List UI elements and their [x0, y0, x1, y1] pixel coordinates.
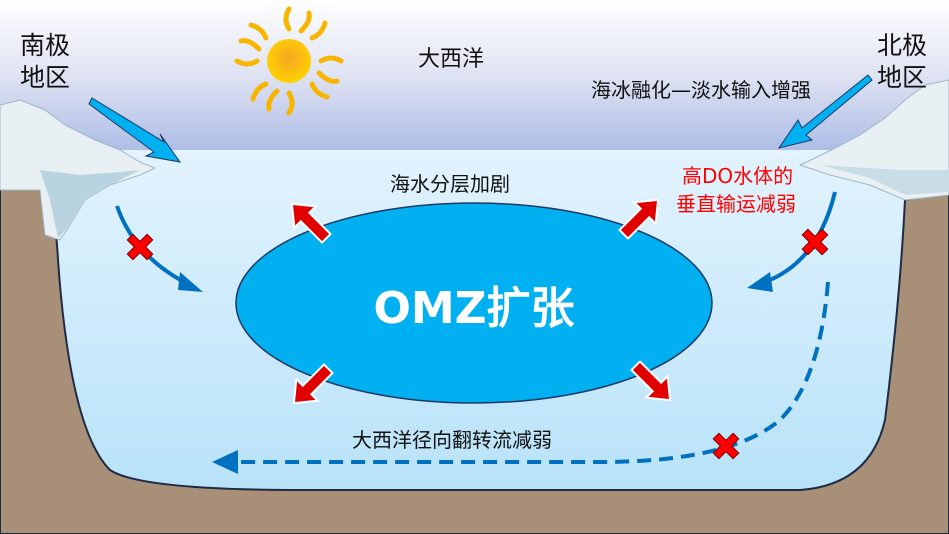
arrow-down-right: [630, 360, 672, 402]
expansion-arrows: [290, 198, 672, 405]
stratification-label: 海水分层加剧: [390, 172, 510, 196]
amoc-label: 大西洋径向翻转流减弱: [352, 428, 552, 452]
south-current-arrowhead: [178, 272, 203, 292]
x-icon-north: [801, 228, 829, 256]
high-do-label-line2: 垂直输运减弱: [676, 192, 796, 216]
sky: [0, 0, 949, 150]
arrow-down-left: [292, 363, 334, 405]
x-icon-amoc: [712, 432, 740, 460]
north-current-arrowhead: [747, 272, 773, 292]
amoc-arrowhead: [212, 450, 238, 474]
high-do-label-line1: 高DO水体的: [682, 164, 793, 188]
south-ice-shelf: [0, 99, 157, 241]
sun-icon: [234, 6, 344, 116]
arrow-up-right: [618, 198, 660, 240]
south-pole-label-line2: 地区: [20, 63, 70, 92]
south-pole-label-line1: 南极: [20, 31, 70, 60]
south-meltwater-arrow: [88, 97, 182, 163]
north-pole-label-line1: 北极: [877, 31, 927, 60]
north-ice-shelf: [798, 79, 949, 201]
north-meltwater-arrow: [777, 74, 873, 149]
arrow-up-left: [290, 202, 332, 244]
x-icon-south: [126, 233, 154, 261]
omz-label: OMZ扩张: [373, 283, 574, 334]
ocean-label: 大西洋: [418, 47, 484, 72]
sea-ice-melt-label: 海冰融化—淡水输入增强: [591, 78, 811, 102]
ocean-basin-ground: [0, 179, 949, 534]
omz-zone: [235, 202, 713, 404]
blocked-x-icons: [126, 228, 829, 460]
north-pole-label-line2: 地区: [877, 63, 927, 92]
